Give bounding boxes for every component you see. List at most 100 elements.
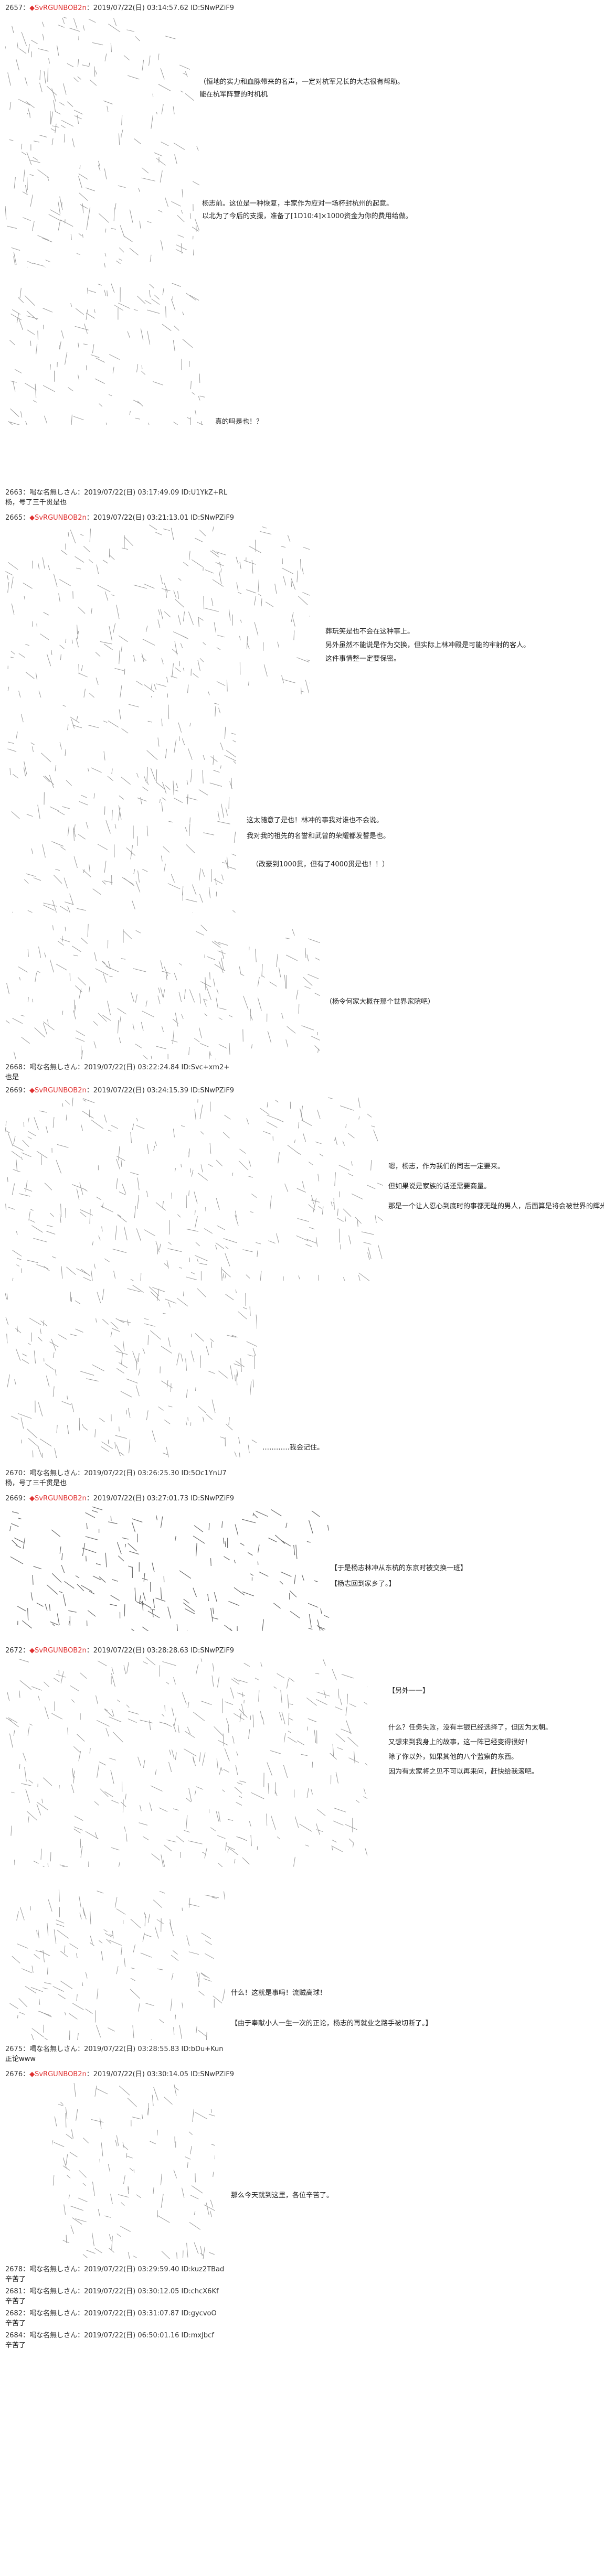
ascii-art-stroke <box>76 567 81 570</box>
ascii-art-stroke <box>222 1698 223 1713</box>
ascii-art-stroke <box>104 1708 108 1711</box>
ascii-art-stroke <box>27 1726 30 1736</box>
ascii-art-stroke <box>9 2003 18 2009</box>
ascii-art-stroke <box>63 134 65 143</box>
ascii-art-stroke <box>31 1966 34 1973</box>
ascii-art-stroke <box>147 1335 149 1345</box>
ascii-art-stroke <box>236 1369 238 1377</box>
ascii-art-stroke <box>5 206 7 220</box>
ascii-art-stroke <box>293 1856 295 1867</box>
ascii-art-stroke <box>221 803 224 818</box>
ascii-art-stroke <box>301 1754 308 1756</box>
ascii-art-stroke <box>97 1720 110 1727</box>
ascii-art-stroke <box>73 1000 75 1010</box>
ascii-art-stroke <box>7 1374 10 1388</box>
ascii-art-stroke <box>76 2109 78 2121</box>
ascii-art-stroke <box>228 866 236 870</box>
ascii-art-stroke <box>215 1242 225 1249</box>
post-text-line: 辛苦了 <box>5 2276 26 2283</box>
ascii-art-stroke <box>78 2197 88 2203</box>
ascii-art-stroke <box>69 1943 78 1949</box>
ascii-art-stroke <box>114 668 124 671</box>
ascii-art-stroke <box>34 1117 39 1130</box>
ascii-art-stroke <box>52 2140 54 2145</box>
ascii-art-stroke <box>123 930 132 940</box>
ascii-art-stroke <box>154 684 157 690</box>
ascii-art-stroke <box>71 1784 75 1794</box>
ascii-art-stroke <box>63 83 67 95</box>
ascii-art-stroke <box>61 1266 63 1279</box>
ascii-art-stroke <box>318 1206 322 1209</box>
ascii-art-stroke <box>97 844 108 850</box>
ascii-art-stroke <box>94 952 97 962</box>
ascii-art-stroke <box>133 584 147 589</box>
ascii-art-stroke <box>153 2187 154 2194</box>
ascii-art-stroke <box>85 1512 96 1518</box>
ascii-art-stroke <box>331 1845 333 1851</box>
ascii-art-stroke <box>260 1662 262 1667</box>
ascii-art-stroke <box>62 705 66 707</box>
ascii-art-stroke <box>58 1334 67 1340</box>
ascii-art-stroke <box>140 1601 152 1608</box>
ascii-art-stroke <box>217 1835 226 1839</box>
ascii-art-stroke <box>10 380 17 383</box>
ascii-art-stroke <box>162 797 166 801</box>
ascii-art-stroke <box>73 954 78 957</box>
ascii-art-stroke <box>75 1037 85 1042</box>
ascii-art-stroke <box>101 1441 113 1450</box>
ascii-art-stroke <box>212 550 219 555</box>
ascii-art-stroke <box>92 2182 95 2196</box>
ascii-art-stroke <box>217 635 225 638</box>
ascii-art-stroke <box>124 1826 126 1832</box>
ascii-art-stroke <box>194 2211 196 2216</box>
ascii-art-stroke <box>242 1857 250 1865</box>
ascii-art-stroke <box>303 976 313 986</box>
ascii-art-stroke <box>340 1105 354 1111</box>
ascii-art-stroke <box>77 2033 79 2040</box>
ascii-art-stroke <box>119 2086 130 2096</box>
ascii-art-stroke <box>24 295 35 306</box>
ascii-art-stroke <box>116 260 121 264</box>
ascii-art-stroke <box>130 1989 140 1999</box>
ascii-art-stroke <box>178 963 182 966</box>
ascii-art-stroke <box>214 703 219 705</box>
ascii-art-stroke <box>81 1269 91 1276</box>
ascii-art-stroke <box>294 1574 296 1584</box>
ascii-art-stroke <box>217 821 230 824</box>
ascii-art-stroke <box>89 62 90 67</box>
ascii-art-stroke <box>72 725 82 728</box>
ascii-art-stroke <box>194 1109 196 1120</box>
ascii-art-stroke <box>194 2242 199 2254</box>
ascii-art-stroke <box>136 1358 137 1370</box>
ascii-art-stroke <box>149 55 151 66</box>
ascii-art-stroke <box>161 658 164 664</box>
ascii-art-stroke <box>345 1216 346 1222</box>
ascii-art-stroke <box>173 106 175 114</box>
ascii-art-stroke <box>188 1897 190 1908</box>
ascii-art-stroke <box>348 1235 351 1244</box>
ascii-art-stroke <box>40 1328 41 1334</box>
ascii-art-stroke <box>19 977 20 981</box>
ascii-art-stroke <box>182 2002 183 2009</box>
ascii-art-stroke <box>43 385 55 392</box>
ascii-art-stroke <box>226 1845 235 1850</box>
ascii-art-stroke <box>61 550 68 555</box>
ascii-art-stroke <box>162 971 171 974</box>
ascii-art-stroke <box>289 1590 297 1597</box>
ascii-art-stroke <box>327 1525 329 1531</box>
ascii-art-stroke <box>53 100 56 112</box>
ascii-art-stroke <box>161 1854 164 1867</box>
ascii-art-stroke <box>33 1566 42 1570</box>
ascii-art-stroke <box>119 1319 132 1323</box>
ascii-art-stroke <box>261 598 262 607</box>
ascii-art-stroke <box>108 720 119 728</box>
ascii-art-stroke <box>122 1184 126 1194</box>
ascii-art-stroke <box>168 1405 173 1408</box>
ascii-art-stroke <box>227 1819 234 1821</box>
ascii-art-stroke <box>28 44 30 53</box>
ascii-art-stroke <box>187 2162 188 2168</box>
ascii-art-stroke <box>96 358 105 363</box>
ascii-art-stroke <box>302 567 304 575</box>
ascii-art-stroke <box>365 1763 367 1766</box>
ascii-art-stroke <box>45 776 55 785</box>
